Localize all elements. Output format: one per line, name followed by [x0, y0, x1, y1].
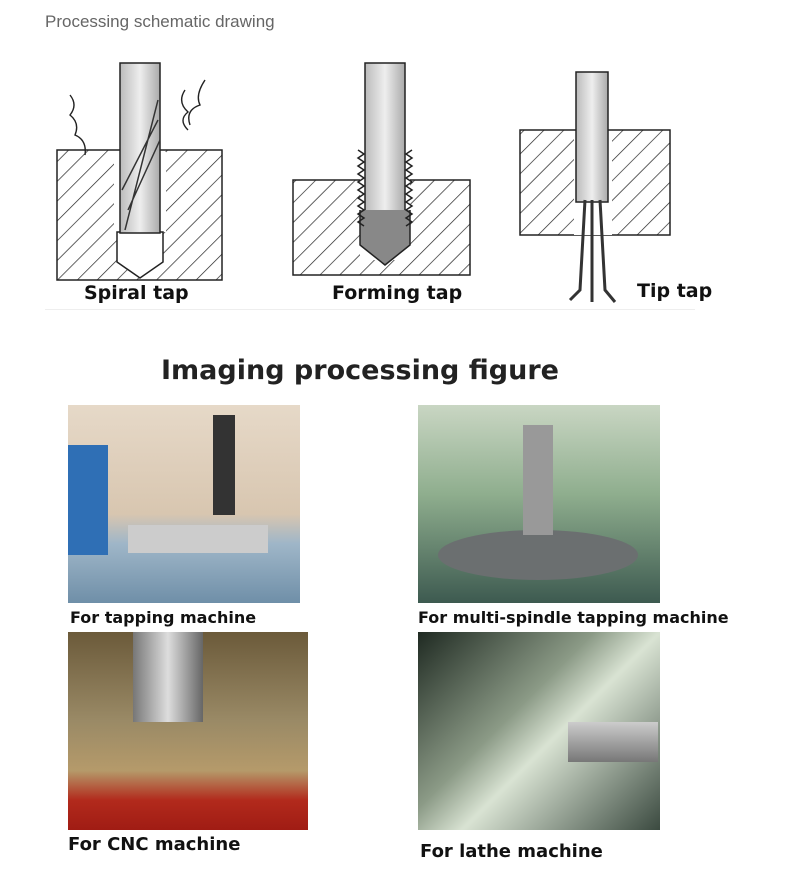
tip-tap-label: Tip tap: [637, 280, 713, 302]
tapping-machine-caption: For tapping machine: [70, 608, 257, 627]
cnc-machine-caption: For CNC machine: [68, 834, 241, 855]
multi-spindle-caption: For multi-spindle tapping machine: [418, 608, 729, 627]
tap-schematics: [56, 62, 671, 303]
cnc-machine-photo: [68, 632, 308, 830]
multi-spindle-machine-photo: [418, 405, 660, 603]
divider: [45, 309, 695, 310]
lathe-machine-photo: [418, 632, 660, 830]
schematic-heading: Processing schematic drawing: [45, 12, 275, 31]
forming-tap-drawing: [292, 62, 471, 276]
imaging-heading: Imaging processing figure: [161, 355, 559, 386]
spiral-tap-drawing: [56, 62, 223, 281]
tip-tap-drawing: [519, 71, 671, 303]
tapping-machine-photo: [68, 405, 300, 603]
lathe-machine-caption: For lathe machine: [420, 841, 603, 862]
forming-tap-label: Forming tap: [332, 282, 463, 304]
spiral-tap-label: Spiral tap: [84, 282, 189, 304]
